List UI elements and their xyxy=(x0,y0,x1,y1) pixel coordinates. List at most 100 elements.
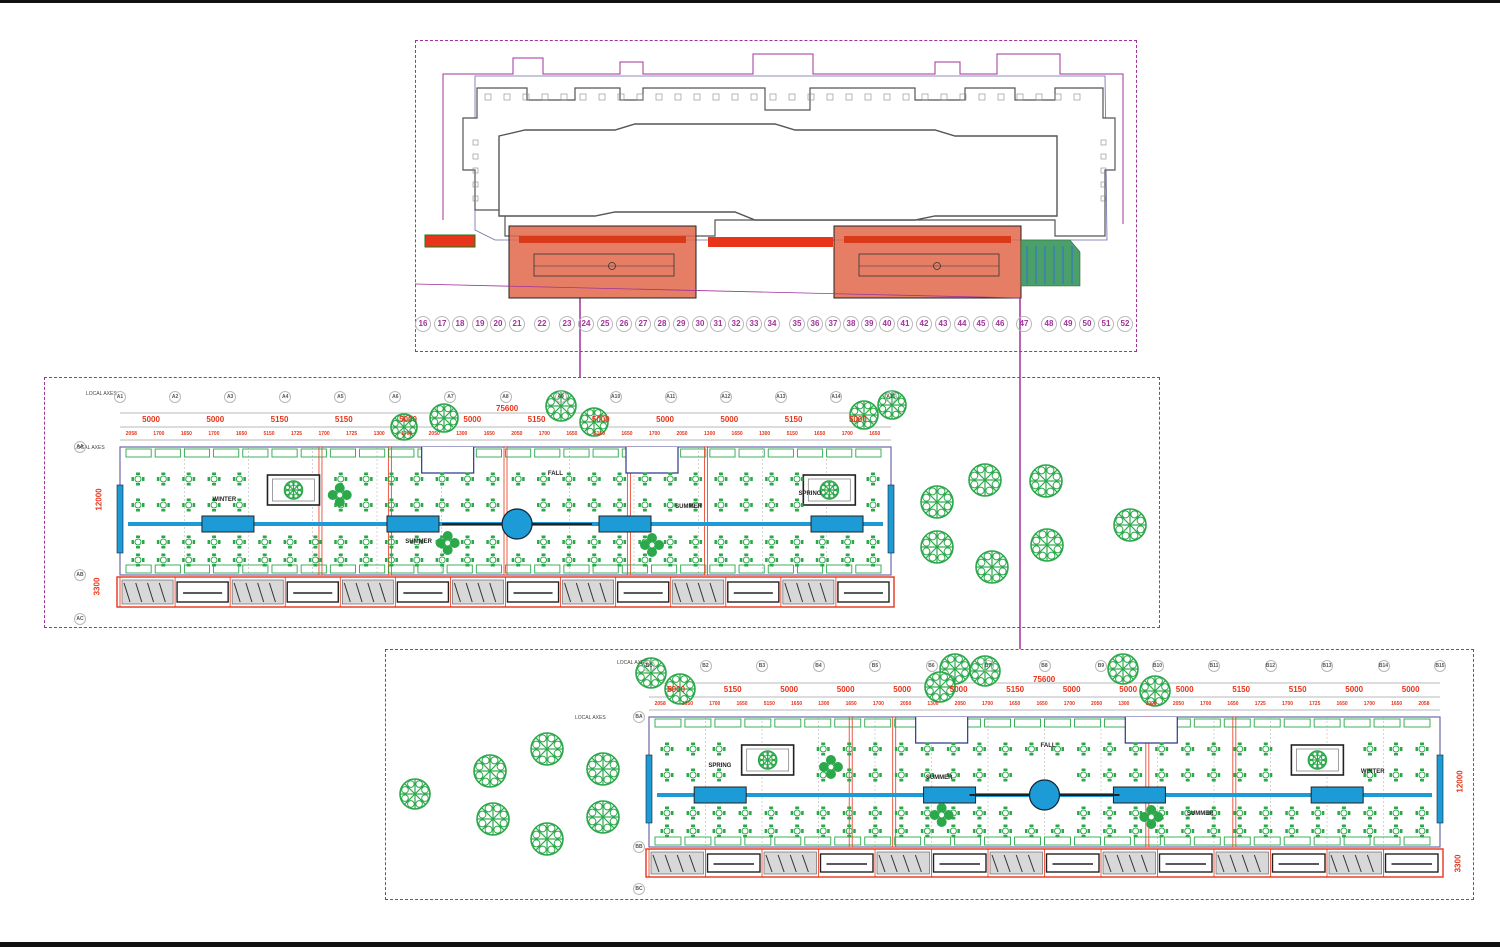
plan-a-sub-dim: 1650 xyxy=(180,431,192,437)
seating-chair xyxy=(1024,747,1028,751)
seating-symbol xyxy=(660,824,674,838)
seating-symbol xyxy=(232,498,246,512)
tree-leaf xyxy=(401,786,409,794)
seating-chair xyxy=(592,472,597,475)
plan-service-room xyxy=(176,581,229,603)
seating-chair xyxy=(617,553,622,556)
tree-leaf xyxy=(391,427,399,434)
tree-branch xyxy=(1045,480,1058,493)
tree-branch xyxy=(991,555,1004,568)
tree-branch xyxy=(535,737,548,750)
seating-symbol xyxy=(1051,742,1065,756)
seating-chair xyxy=(714,477,717,481)
plan-water-feature xyxy=(598,515,652,533)
seating-table xyxy=(134,501,142,509)
plan-a-sub-dim: 1650 xyxy=(814,431,826,437)
seating-chair xyxy=(1077,829,1080,833)
plan-b-bay-dim: 5000 xyxy=(780,685,799,694)
seating-symbol xyxy=(1207,806,1221,820)
plan-b-frame xyxy=(385,649,1474,900)
tree-symbol xyxy=(920,485,954,519)
seating-chair xyxy=(1207,811,1210,815)
plan-counter-top xyxy=(242,448,269,458)
seating-chair xyxy=(648,558,652,562)
tree-leaf xyxy=(547,406,555,414)
plan-a-sub-dim: 2058 xyxy=(125,431,137,437)
seating-symbol xyxy=(712,768,726,782)
plan-b-bay-dim: 5150 xyxy=(1232,685,1251,694)
tree-leaf xyxy=(992,552,1001,561)
seating-chair xyxy=(537,540,540,544)
seating-chair xyxy=(642,509,647,512)
seating-chair xyxy=(192,477,196,481)
seating-symbol xyxy=(689,472,703,486)
seating-symbol xyxy=(689,553,703,567)
tree-branch xyxy=(822,489,830,497)
site-window xyxy=(472,153,479,160)
seating-symbol xyxy=(283,553,297,567)
seating-table xyxy=(413,556,421,564)
seating-chair xyxy=(142,503,145,507)
seating-table xyxy=(819,745,827,753)
plan-counter-bottom xyxy=(767,564,794,574)
seating-chair xyxy=(440,498,445,501)
seating-chair xyxy=(821,806,826,809)
plan-b-sub-dim: 2050 xyxy=(1091,701,1103,707)
seating-table xyxy=(1184,827,1192,835)
plan-service-hatch xyxy=(697,582,705,603)
plan-a-sub-dim: 1700 xyxy=(318,431,330,437)
plan-service-hatch xyxy=(796,582,804,603)
tree-branch xyxy=(1154,679,1167,692)
tree-branch xyxy=(760,753,769,761)
plan-a-room-label: SUMMER xyxy=(675,504,702,510)
seating-table xyxy=(869,475,877,483)
tree-leaf xyxy=(1308,759,1314,765)
seating-chair xyxy=(1081,824,1086,827)
plan-partition-wall xyxy=(704,446,708,576)
plan-water-feature xyxy=(1310,786,1364,804)
plan-water-feature xyxy=(1112,786,1166,804)
seating-symbol xyxy=(920,742,934,756)
seating-symbol xyxy=(587,498,601,512)
seating-chair xyxy=(1217,747,1221,751)
seating-table xyxy=(949,745,957,753)
seating-chair xyxy=(842,829,846,833)
seating-chair xyxy=(972,811,976,815)
plan-water-feature xyxy=(386,515,440,533)
tree-leaf xyxy=(532,749,541,758)
plan-service-hatch xyxy=(1253,854,1261,873)
seating-table xyxy=(844,556,852,564)
tree-leaf xyxy=(1115,675,1123,683)
seating-table xyxy=(185,556,193,564)
plan-b-sub-dim: 1300 xyxy=(927,701,939,707)
site-grid-number: 16 xyxy=(415,316,431,332)
plan-b-corridor-dim: 3300 xyxy=(1453,854,1463,873)
seating-chair xyxy=(873,779,878,782)
tree-branch xyxy=(602,805,615,818)
seating-table xyxy=(741,827,749,835)
tree-branch xyxy=(650,672,663,685)
seating-table xyxy=(540,475,548,483)
seating-chair xyxy=(541,535,546,538)
seating-chair xyxy=(465,535,470,538)
tree-leaf xyxy=(1129,669,1137,677)
plan-service-hatch xyxy=(379,582,387,603)
seating-chair xyxy=(769,824,774,827)
seating-chair xyxy=(951,824,956,827)
seating-chair xyxy=(490,509,495,512)
plan-b-room-label: SUMMER xyxy=(1186,811,1214,817)
tree-leaf xyxy=(581,422,589,430)
seating-chair xyxy=(841,558,844,562)
plan-counter-top xyxy=(1313,718,1341,728)
seating-chair xyxy=(566,509,571,512)
seating-chair xyxy=(717,779,722,782)
seating-chair xyxy=(617,564,622,567)
seating-chair xyxy=(186,509,191,512)
tree-leaf xyxy=(1161,683,1169,691)
tree-leaf xyxy=(943,502,952,511)
seating-chair xyxy=(446,558,449,562)
seating-symbol xyxy=(232,535,246,549)
plan-b-sub-dim: 1650 xyxy=(681,701,694,707)
tree-leaf xyxy=(1046,466,1055,475)
tree-leaf xyxy=(666,681,674,689)
